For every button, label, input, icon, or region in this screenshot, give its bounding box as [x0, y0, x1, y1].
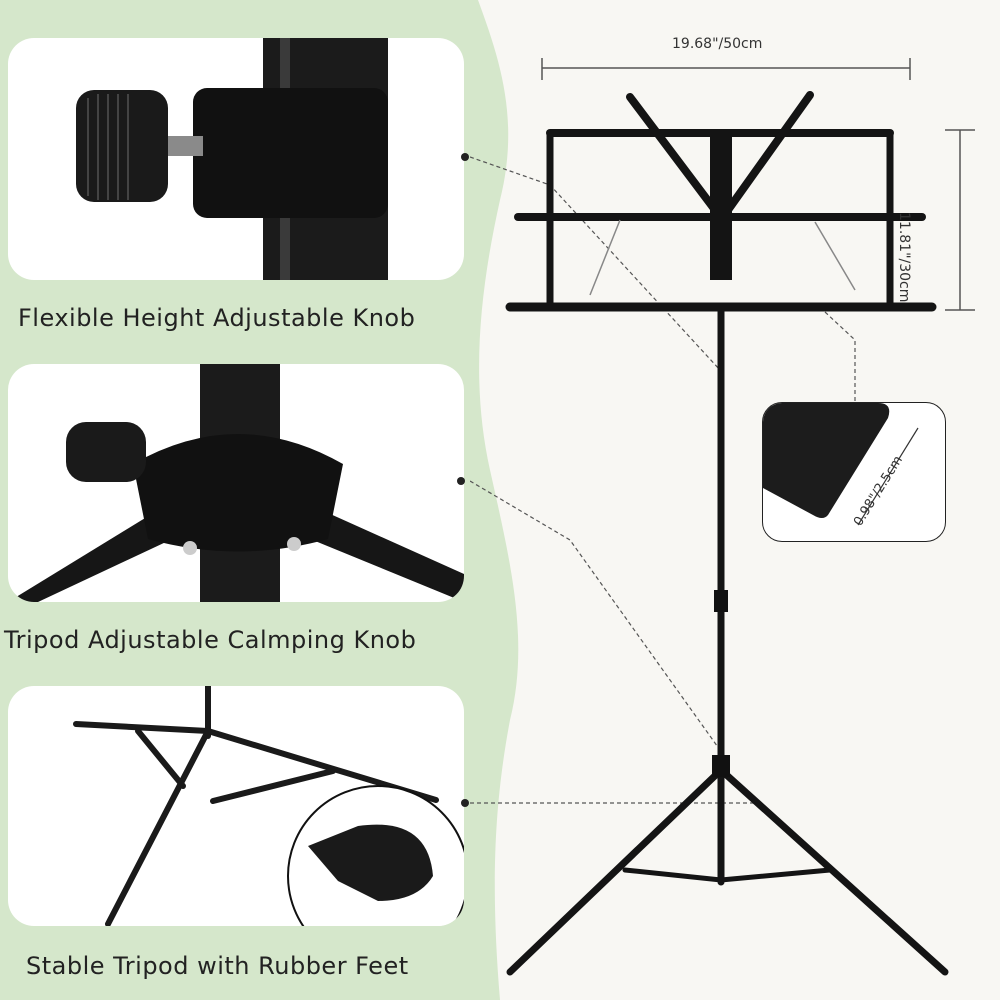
tripod-knob-photo	[8, 364, 464, 602]
callout-dot	[461, 153, 469, 161]
tripod-feet-photo	[73, 686, 464, 926]
width-dimension-label: 19.68"/50cm	[672, 36, 763, 52]
caption-height-knob: Flexible Height Adjustable Knob	[18, 304, 416, 332]
music-stand-drawing	[470, 58, 975, 976]
lip-detail-photo	[763, 403, 919, 526]
feature-card-tripod-knob	[8, 364, 464, 602]
height-dimension-label: 11.81"/30cm	[896, 212, 912, 303]
height-knob-photo	[76, 38, 388, 280]
feature-card-height-knob	[8, 38, 464, 280]
callout-dot	[457, 477, 465, 485]
caption-tripod-knob: Tripod Adjustable Calmping Knob	[4, 626, 417, 654]
lip-detail-inset: 0.98"/2.5cm	[762, 402, 946, 542]
callout-dot	[461, 799, 469, 807]
caption-rubber-feet: Stable Tripod with Rubber Feet	[26, 952, 409, 980]
feature-card-rubber-feet	[8, 686, 464, 926]
